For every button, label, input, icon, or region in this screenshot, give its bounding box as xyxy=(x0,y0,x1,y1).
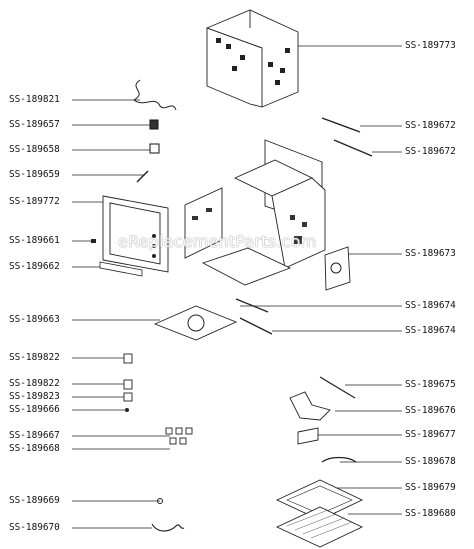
part-label-right: SS-189678 xyxy=(405,456,456,467)
part-label-left: SS-189662 xyxy=(9,261,60,272)
part-label-left: SS-189666 xyxy=(9,404,60,415)
part-label-left: SS-189659 xyxy=(9,169,60,180)
part-label-right: SS-189677 xyxy=(405,429,456,440)
part-label-right: SS-189773 xyxy=(405,40,456,51)
part-label-right: SS-189672 xyxy=(405,120,456,131)
part-label-left: SS-189822 xyxy=(9,352,60,363)
part-label-right: SS-189680 xyxy=(405,508,456,519)
part-label-right: SS-189679 xyxy=(405,482,456,493)
part-label-left: SS-189822 xyxy=(9,378,60,389)
part-label-right: SS-189672 xyxy=(405,146,456,157)
part-label-left: SS-189669 xyxy=(9,495,60,506)
part-label-right: SS-189674 xyxy=(405,325,456,336)
part-label-left: SS-189663 xyxy=(9,314,60,325)
part-label-right: SS-189673 xyxy=(405,248,456,259)
part-label-left: SS-189670 xyxy=(9,522,60,533)
part-label-left: SS-189668 xyxy=(9,443,60,454)
part-label-left: SS-189821 xyxy=(9,94,60,105)
part-label-right: SS-189676 xyxy=(405,405,456,416)
part-label-left: SS-189657 xyxy=(9,119,60,130)
part-label-right: SS-189675 xyxy=(405,379,456,390)
part-label-left: SS-189772 xyxy=(9,196,60,207)
watermark: eReplacementParts.com xyxy=(118,232,317,251)
part-label-left: SS-189658 xyxy=(9,144,60,155)
part-label-left: SS-189661 xyxy=(9,235,60,246)
part-label-right: SS-189674 xyxy=(405,300,456,311)
part-label-left: SS-189667 xyxy=(9,430,60,441)
part-label-left: SS-189823 xyxy=(9,391,60,402)
